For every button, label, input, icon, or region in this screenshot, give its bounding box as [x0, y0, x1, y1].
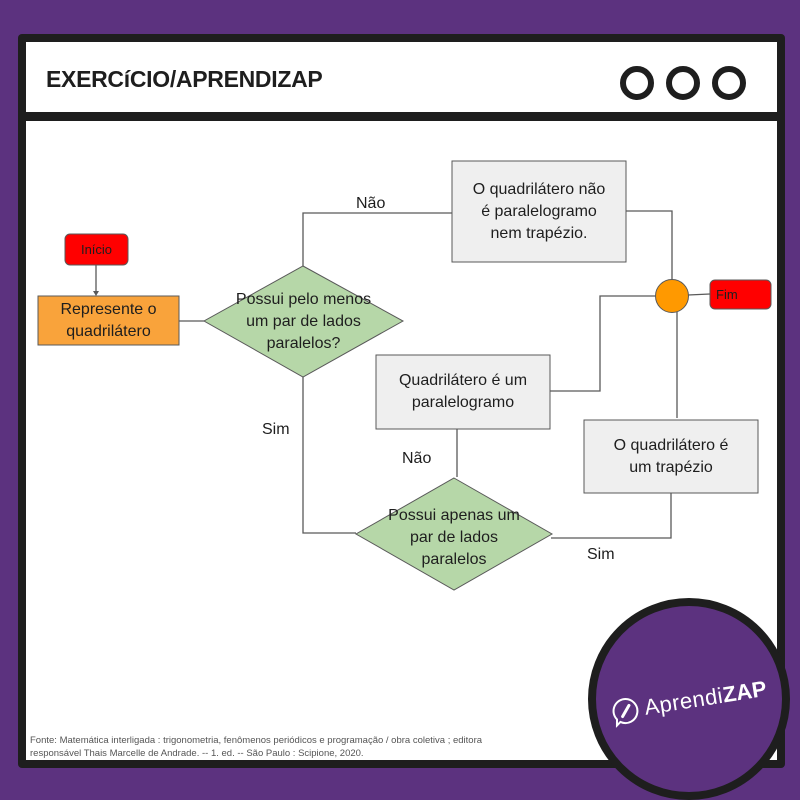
decision-2-line: Possui apenas um: [388, 507, 520, 524]
process-label-line: quadrilátero: [66, 322, 151, 340]
decision-2-label: Possui apenas um par de lados paralelos: [356, 505, 552, 571]
result-none-line: é paralelogramo: [481, 202, 597, 220]
circle-icon[interactable]: [666, 66, 700, 100]
decision-1-line: Possui pelo menos: [235, 291, 372, 308]
source-line: Fonte: Matemática interligada : trigonom…: [30, 735, 483, 746]
edge-label-yes: Sim: [587, 546, 615, 563]
process-node: [37, 295, 180, 346]
process-label: Represente o quadrilátero: [38, 296, 179, 345]
brand-name-bold: ZAP: [720, 675, 769, 708]
brand-name-light: Aprendi: [642, 682, 725, 720]
merge-node: [655, 279, 689, 313]
result-none-node: [451, 160, 627, 263]
start-label: Início: [80, 241, 113, 257]
circle-icon[interactable]: [712, 66, 746, 100]
flowchart-canvas: Início Represente o quadrilátero Possui …: [26, 121, 777, 760]
decision-1-label: Possui pelo menos um par de lados parale…: [204, 289, 403, 355]
result-trapezoid-line: O quadrilátero é: [613, 436, 729, 454]
result-none-line: O quadrilátero não: [472, 180, 606, 198]
window-controls: [620, 66, 746, 100]
edge-label-no: Não: [402, 450, 432, 467]
result-parallelogram-line: paralelogramo: [411, 394, 515, 411]
result-none-label: O quadrilátero não é paralelogramo nem t…: [452, 161, 626, 262]
flowchart-connectors: [37, 160, 772, 591]
decision-node-2: [354, 477, 554, 591]
edge-label-yes: Sim: [262, 421, 290, 438]
result-parallelogram-label: Quadrilátero é um paralelogramo: [376, 355, 550, 429]
start-node: [64, 233, 129, 266]
window-header: EXERCíCIO/APRENDIZAP: [26, 42, 777, 112]
edge-label-no: Não: [356, 195, 386, 212]
end-label: Fim: [716, 286, 738, 302]
decision-node-1: [202, 265, 405, 378]
decision-2-line: paralelos: [421, 551, 487, 568]
decision-2-line: par de lados: [409, 529, 499, 546]
result-trapezoid-line: um trapézio: [629, 458, 713, 476]
decision-1-line: um par de lados: [246, 313, 361, 330]
process-label-line: Represente o: [60, 300, 157, 318]
end-node: [709, 279, 772, 310]
result-trapezoid-node: [583, 419, 759, 494]
result-parallelogram-line: Quadrilátero é um: [398, 372, 528, 389]
pencil-chat-icon: [612, 698, 639, 729]
result-trapezoid-label: O quadrilátero é um trapézio: [584, 420, 758, 493]
decision-1-line: paralelos?: [266, 335, 341, 352]
circle-icon[interactable]: [620, 66, 654, 100]
result-parallelogram-node: [375, 354, 551, 430]
source-line: responsável Thais Marcelle de Andrade. -…: [30, 748, 364, 759]
page-title: EXERCíCIO/APRENDIZAP: [46, 66, 323, 92]
source-citation: Fonte: Matemática interligada : trigonom…: [30, 734, 570, 760]
result-none-line: nem trapézio.: [490, 224, 588, 242]
